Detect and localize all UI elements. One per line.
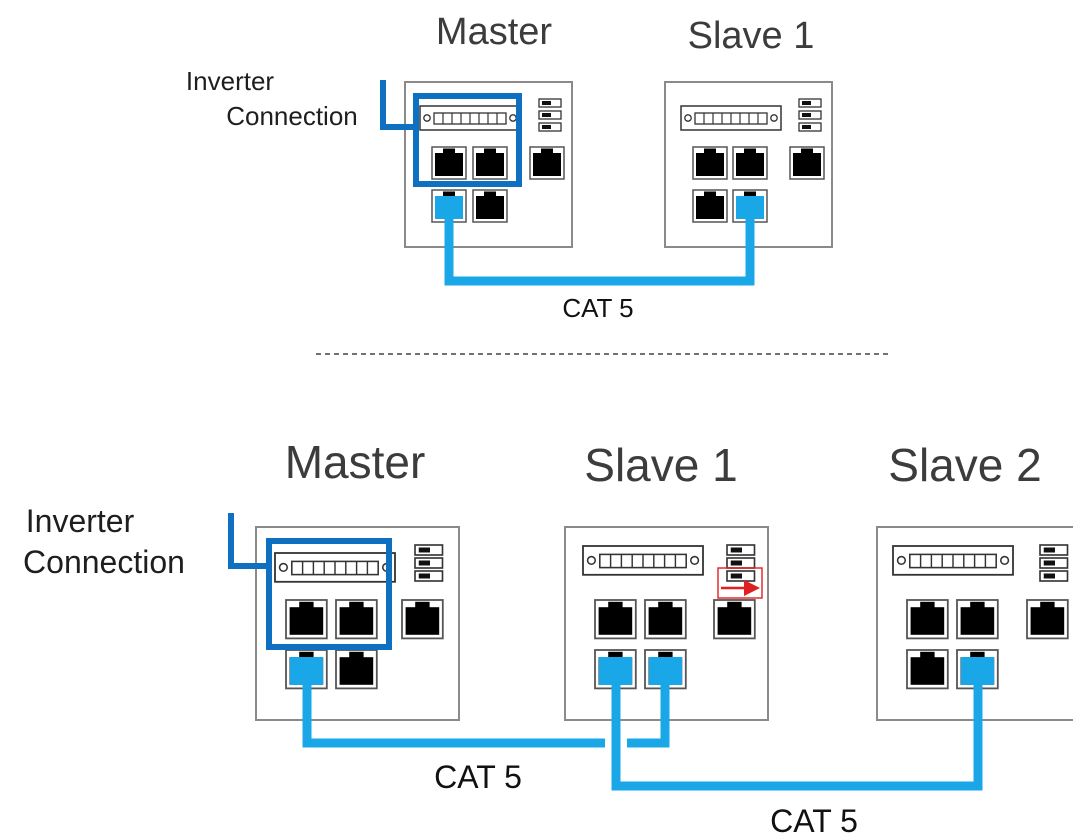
bottom-slave1-terminal [582,545,704,576]
top-slave1-port-4 [692,189,728,223]
bottom-cable-label-2: CAT 5 [770,803,858,837]
top-master-port-2 [472,146,508,180]
top-master-port-1 [431,146,467,180]
top-master-port-3 [529,146,565,180]
bottom-slave2-port-2 [956,599,999,640]
bottom-cat5-cable-master-slave1 [302,672,670,748]
top-slave1-title: Slave 1 [688,15,815,57]
top-cable-label: CAT 5 [562,293,633,323]
top-slave1-port-3 [789,146,825,180]
top-master-dip-3 [538,122,562,132]
bottom-cat5-cable-slave1-slave2 [611,672,983,791]
bottom-master-port-5 [335,649,378,690]
bottom-slave1-port-2 [644,599,687,640]
top-slave1-dip-2 [798,110,822,120]
top-slave1-dip-1 [798,98,822,108]
top-master-port-5 [472,189,508,223]
bottom-slave1-dip-3 [726,570,756,582]
bottom-master-dip-1 [414,544,444,556]
top-slave1-dip-3 [798,122,822,132]
top-master-title: Master [436,11,552,53]
bottom-slave1-port-3 [713,599,756,640]
bottom-slave2-dip-2 [1039,557,1069,569]
top-inverter-highlight [380,80,522,187]
bottom-slave2-terminal [892,545,1014,576]
bottom-slave2-port-3 [1026,599,1069,640]
bottom-slave1-port-1 [594,599,637,640]
bottom-cable-label-1: CAT 5 [434,759,522,795]
bottom-master-device [255,526,460,721]
top-slave1-port-2 [732,146,768,180]
bottom-master-port-3 [401,599,444,640]
top-slave1-terminal [680,105,782,131]
bottom-slave2-dip-1 [1039,544,1069,556]
bottom-slave2-port-1 [906,599,949,640]
bottom-inverter-label-line1: Inverter [26,503,135,539]
bottom-master-dip-2 [414,557,444,569]
bottom-master-dip-3 [414,570,444,582]
top-master-terminal [419,105,521,131]
bottom-master-title: Master [285,436,426,488]
top-inverter-label-line2: Connection [226,101,358,131]
bottom-master-terminal [274,552,396,583]
bottom-slave2-dip-3 [1039,570,1069,582]
top-cat5-cable [444,207,755,286]
bottom-master-port-1 [285,599,328,640]
bottom-slave1-title: Slave 1 [584,439,737,491]
top-scenario: Master Slave 1 Inverter Connection [186,11,833,323]
bottom-inverter-highlight [228,513,392,650]
top-master-device [404,81,573,248]
top-master-dip-1 [538,98,562,108]
bottom-slave2-title: Slave 2 [888,439,1041,491]
bottom-slave1-dip-2 [726,557,756,569]
bottom-master-port-2 [335,599,378,640]
top-master-dip-2 [538,110,562,120]
bottom-slave2-port-4 [906,649,949,690]
top-inverter-label-line1: Inverter [186,66,274,96]
bottom-slave1-dip-1 [726,544,756,556]
bottom-inverter-label-line2: Connection [23,544,185,580]
bottom-scenario: Master Slave 1 Slave 2 Inverter Connecti… [23,436,1073,837]
top-slave1-port-1 [692,146,728,180]
